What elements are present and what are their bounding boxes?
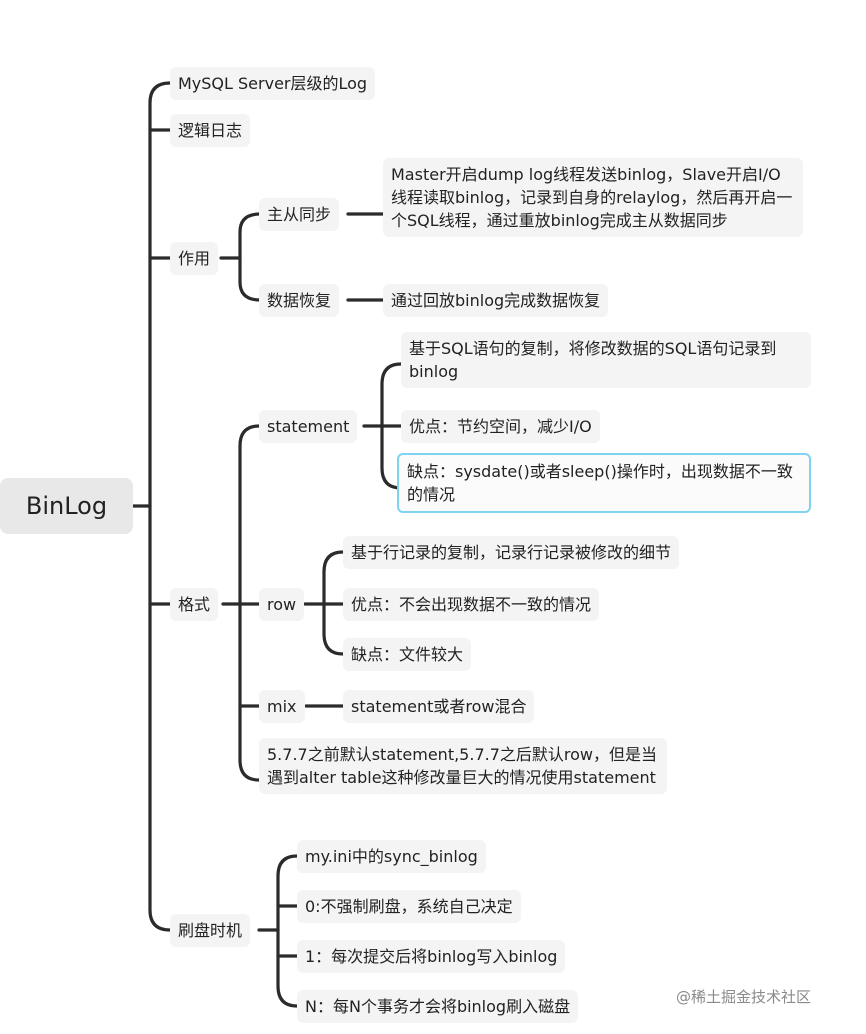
root-node-binlog[interactable]: BinLog (0, 478, 133, 534)
node-server-log[interactable]: MySQL Server层级的Log (170, 67, 376, 100)
node-format-mix[interactable]: mix (259, 690, 305, 723)
node-statement-pros[interactable]: 优点：节约空间，减少I/O (401, 410, 600, 443)
node-flush-zero[interactable]: 0:不强制刷盘，系统自己决定 (297, 890, 521, 923)
node-row-pros[interactable]: 优点：不会出现数据不一致的情况 (343, 588, 600, 621)
node-format[interactable]: 格式 (170, 588, 219, 621)
node-row-desc[interactable]: 基于行记录的复制，记录行记录被修改的细节 (343, 536, 680, 569)
node-logical-log[interactable]: 逻辑日志 (170, 114, 251, 147)
watermark-text: @稀土掘金技术社区 (676, 988, 812, 1006)
node-data-recovery[interactable]: 数据恢复 (259, 284, 340, 317)
node-format-statement[interactable]: statement (259, 410, 358, 443)
node-usage[interactable]: 作用 (170, 242, 219, 275)
node-master-slave-detail[interactable]: Master开启dump log线程发送binlog，Slave开启I/O线程读… (383, 158, 803, 237)
node-master-slave-sync[interactable]: 主从同步 (259, 198, 340, 231)
node-flush-one[interactable]: 1：每次提交后将binlog写入binlog (297, 940, 566, 973)
node-statement-cons[interactable]: 缺点：sysdate()或者sleep()操作时，出现数据不一致的情况 (397, 453, 811, 513)
node-format-default-note[interactable]: 5.7.7之前默认statement,5.7.7之后默认row，但是当遇到alt… (259, 738, 667, 794)
node-format-row[interactable]: row (259, 588, 305, 621)
node-statement-desc[interactable]: 基于SQL语句的复制，将修改数据的SQL语句记录到binlog (401, 332, 811, 388)
node-row-cons[interactable]: 缺点：文件较大 (343, 638, 472, 671)
node-flush-n[interactable]: N：每N个事务才会将binlog刷入磁盘 (297, 990, 579, 1023)
node-flush-timing[interactable]: 刷盘时机 (170, 914, 251, 947)
node-data-recovery-detail[interactable]: 通过回放binlog完成数据恢复 (383, 284, 609, 317)
node-mix-detail[interactable]: statement或者row混合 (343, 690, 535, 723)
node-flush-config[interactable]: my.ini中的sync_binlog (297, 840, 486, 873)
